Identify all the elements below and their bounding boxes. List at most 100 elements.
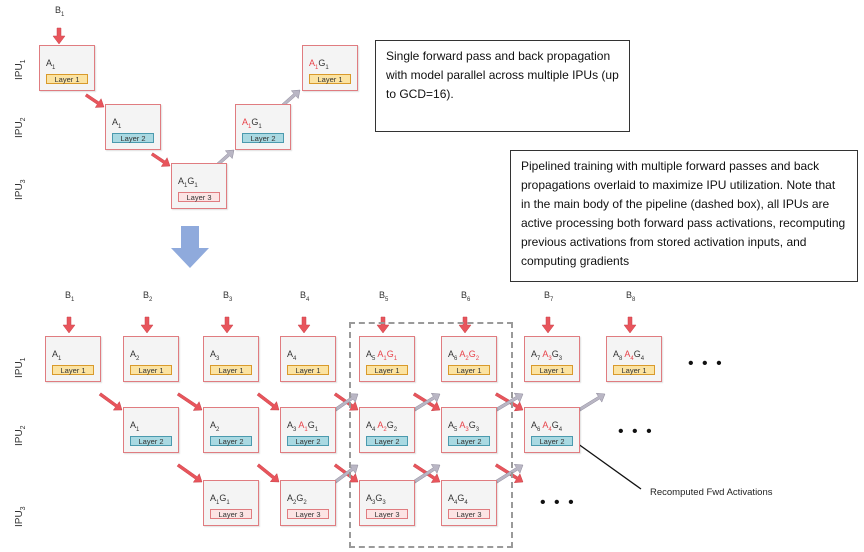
recomputed-activations-annotation: Recomputed Fwd Activations bbox=[650, 487, 773, 498]
top-ipu-label-2: IPU2 bbox=[14, 117, 27, 138]
pipeline-main-body-dashed-box bbox=[349, 322, 513, 548]
batch-input-arrow-7 bbox=[541, 316, 555, 334]
top-ipu-label-3: IPU3 bbox=[14, 179, 27, 200]
fwd-ipu1-ipu2-arrow-2 bbox=[176, 392, 203, 411]
node-layer-tag: Layer 1 bbox=[531, 365, 573, 375]
ellipsis-row-2: • • • bbox=[618, 423, 654, 440]
batch-label-5: B5 bbox=[379, 290, 389, 303]
node-activation-label: A2 bbox=[130, 349, 140, 362]
node-activation-label: A1 bbox=[130, 420, 140, 433]
top-ipu-label-1: IPU1 bbox=[14, 59, 27, 80]
top-forward-arrow-1 bbox=[84, 93, 105, 108]
node-layer-tag: Layer 2 bbox=[130, 436, 172, 446]
node-layer-tag: Layer 1 bbox=[309, 74, 351, 84]
batch-label-2: B2 bbox=[143, 290, 153, 303]
bwd-ipu2-ipu1-arrow-2 bbox=[412, 392, 441, 412]
top-backward-arrow-1 bbox=[214, 149, 235, 168]
node-layer-tag: Layer 1 bbox=[210, 365, 252, 375]
bottom-description-text: Pipelined training with multiple forward… bbox=[521, 159, 846, 268]
node-layer-tag: Layer 3 bbox=[210, 509, 252, 519]
node-activation-label: A3 bbox=[210, 349, 220, 362]
node-layer-tag: Layer 3 bbox=[178, 192, 220, 202]
node-layer-tag: Layer 2 bbox=[112, 133, 154, 143]
node-layer-tag: Layer 1 bbox=[448, 365, 490, 375]
fwd-ipu1-ipu2-arrow-1 bbox=[98, 392, 123, 411]
batch-input-arrow-2 bbox=[140, 316, 154, 334]
top-description-text: Single forward pass and back propagation… bbox=[386, 49, 619, 101]
node-layer-tag: Layer 1 bbox=[52, 365, 94, 375]
top-backward-arrow-2 bbox=[280, 89, 301, 108]
batch-label-3: B3 bbox=[223, 290, 233, 303]
batch-label-1: B1 bbox=[65, 290, 75, 303]
node-layer-tag: Layer 2 bbox=[531, 436, 573, 446]
node-activation-label: A4 A2G2 bbox=[366, 420, 398, 433]
bottom-description-box: Pipelined training with multiple forward… bbox=[510, 150, 858, 282]
bwd-ipu3-ipu2-arrow-3 bbox=[494, 464, 524, 484]
pipeline-transition-arrow bbox=[171, 226, 209, 268]
node-activation-label: A7 A3G3 bbox=[531, 349, 563, 362]
batch-label-8: B8 bbox=[626, 290, 636, 303]
bottom-ipu-label-1: IPU1 bbox=[14, 357, 27, 378]
node-layer-tag: Layer 1 bbox=[613, 365, 655, 375]
ellipsis-row-1: • • • bbox=[688, 355, 724, 372]
node-activation-label: A1G1 bbox=[210, 493, 230, 506]
node-activation-label: A5 A3G3 bbox=[448, 420, 480, 433]
batch-input-arrow-8 bbox=[623, 316, 637, 334]
batch-input-arrow-1 bbox=[62, 316, 76, 334]
node-layer-tag: Layer 3 bbox=[448, 509, 490, 519]
batch-label-7: B7 bbox=[544, 290, 554, 303]
batch-input-arrow-5 bbox=[376, 316, 390, 334]
batch-input-arrow-3 bbox=[220, 316, 234, 334]
top-description-box: Single forward pass and back propagation… bbox=[375, 40, 630, 132]
node-activation-label: A6 A2G2 bbox=[448, 349, 480, 362]
batch-input-arrow-4 bbox=[297, 316, 311, 334]
node-activation-label: A1G1 bbox=[178, 176, 198, 189]
bwd-ipu2-ipu1-arrow-1 bbox=[333, 393, 359, 412]
node-layer-tag: Layer 1 bbox=[287, 365, 329, 375]
ellipsis-row-3: • • • bbox=[540, 494, 576, 511]
fwd-ipu2-ipu3-arrow-2 bbox=[256, 463, 280, 483]
node-activation-label: A1G1 bbox=[242, 117, 262, 130]
bwd-ipu3-ipu2-arrow-1 bbox=[333, 464, 359, 484]
node-layer-tag: Layer 2 bbox=[210, 436, 252, 446]
node-layer-tag: Layer 3 bbox=[287, 509, 329, 519]
batch-input-arrow-6 bbox=[458, 316, 472, 334]
node-layer-tag: Layer 2 bbox=[287, 436, 329, 446]
node-layer-tag: Layer 3 bbox=[366, 509, 408, 519]
node-layer-tag: Layer 1 bbox=[130, 365, 172, 375]
bottom-ipu-label-3: IPU3 bbox=[14, 506, 27, 527]
node-layer-tag: Layer 2 bbox=[242, 133, 284, 143]
bwd-ipu2-ipu1-arrow-3 bbox=[494, 392, 524, 412]
fwd-ipu2-ipu3-arrow-1 bbox=[176, 463, 203, 483]
bwd-ipu2-ipu1-arrow-4 bbox=[577, 392, 606, 412]
node-activation-label: A1G1 bbox=[309, 58, 329, 71]
batch-label-6: B6 bbox=[461, 290, 471, 303]
node-activation-label: A8 A4G4 bbox=[613, 349, 645, 362]
node-activation-label: A1 bbox=[46, 58, 56, 71]
top-batch-label: B1 bbox=[55, 5, 65, 18]
node-layer-tag: Layer 1 bbox=[366, 365, 408, 375]
bwd-ipu3-ipu2-arrow-2 bbox=[412, 464, 441, 484]
node-layer-tag: Layer 2 bbox=[366, 436, 408, 446]
top-input-arrow bbox=[52, 27, 66, 45]
